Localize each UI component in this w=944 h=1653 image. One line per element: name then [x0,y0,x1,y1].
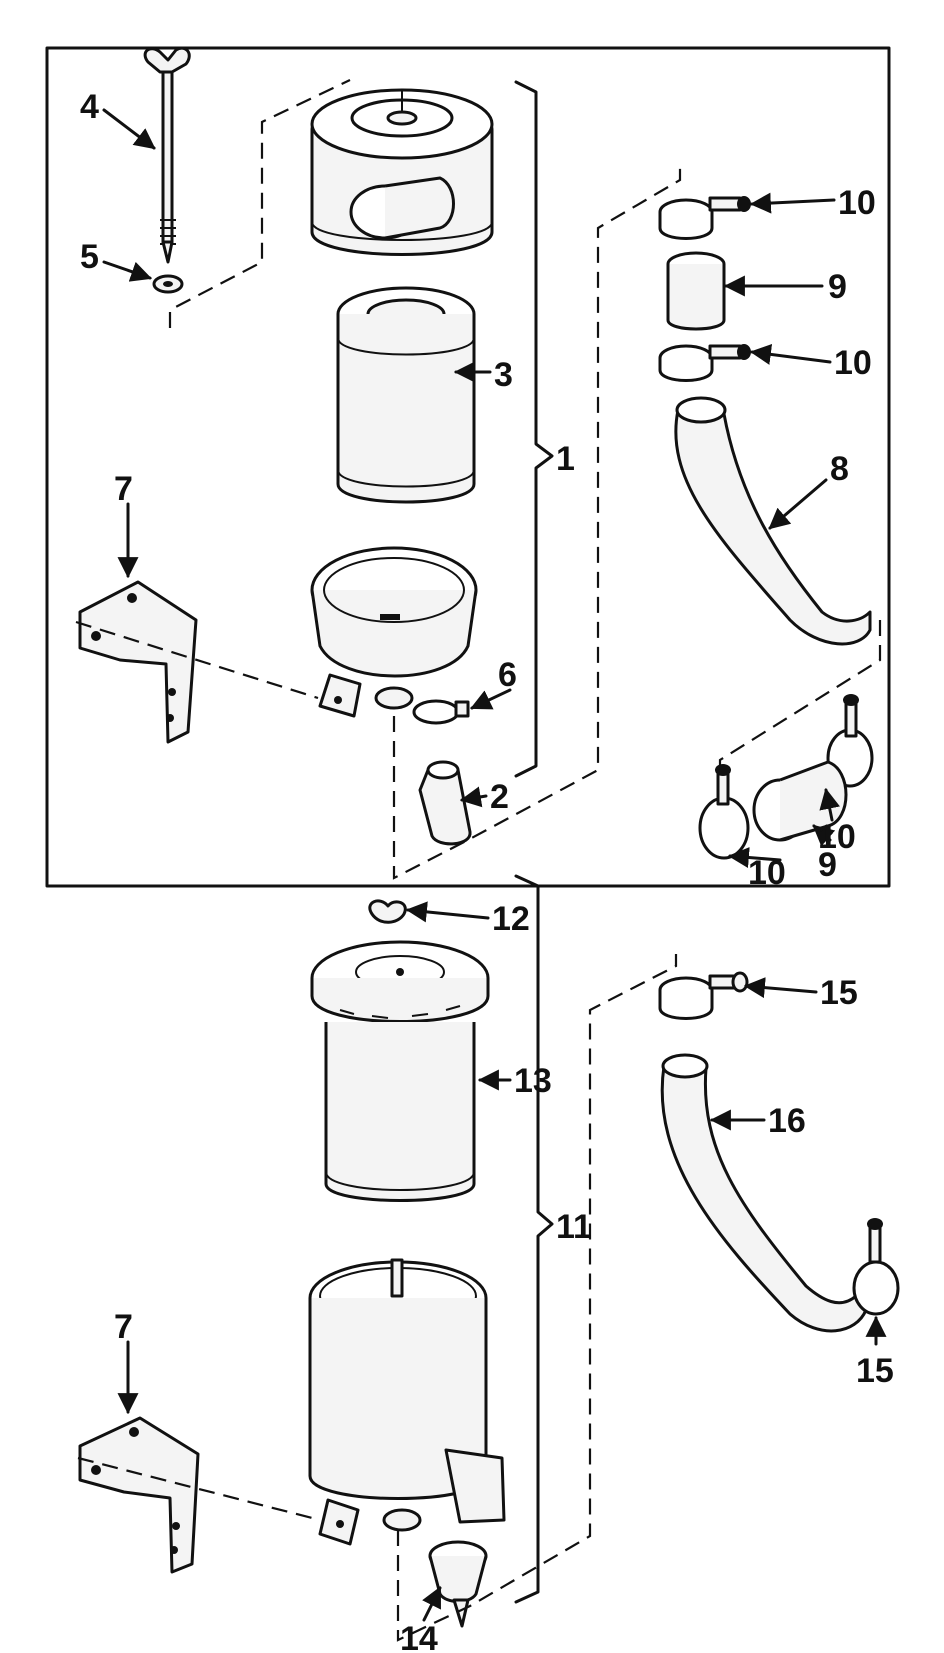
callout-15-a: 15 [820,974,858,1012]
part-3-filter-element [336,286,476,504]
part-cover [310,88,494,256]
part-8-hose [674,396,872,646]
callout-15-b: 15 [856,1352,894,1390]
callout-10-c: 10 [818,818,856,856]
callout-6: 6 [498,656,517,694]
callout-2: 2 [490,778,509,816]
part-13-cover-element [310,940,490,1202]
part-9-sleeve-a [666,251,726,331]
dashed-guide-bolt [168,79,351,328]
part-10-clamp-b [658,344,751,382]
part-5-washer [152,274,184,294]
callout-4: 4 [80,88,99,126]
callout-11: 11 [556,1208,592,1246]
callout-1: 1 [556,440,575,478]
part-10-clamp-d [698,764,750,860]
callout-10-a: 10 [838,184,876,222]
dashed-guide-lower-tube [396,954,678,1642]
part-12-wing-nut [368,899,407,924]
callout-5: 5 [80,238,99,276]
callout-3: 3 [494,356,513,394]
dashed-guide-bracket [75,620,319,700]
part-6-clamp [412,699,470,725]
part-15-clamp-b [852,1218,900,1316]
leader-lines [102,108,887,1622]
part-7-bracket-lower [78,1416,200,1574]
callout-10-d: 10 [748,854,786,892]
callout-16: 16 [768,1102,806,1140]
bracket-item-11 [514,874,554,1604]
upper-kit-frame [45,46,891,888]
part-2-tube [418,760,472,846]
callout-10-b: 10 [834,344,872,382]
part-cleaner-bowl [310,546,478,718]
callout-7-upper: 7 [114,470,133,508]
part-4-wing-bolt [143,46,191,264]
part-16-hose [660,1053,868,1333]
callout-12: 12 [492,900,530,938]
part-15-clamp-a [658,971,749,1020]
callout-7-lower: 7 [114,1308,133,1346]
callout-9-b: 9 [818,846,837,884]
callout-14: 14 [400,1620,438,1653]
callout-13: 13 [514,1062,552,1100]
dashed-guide-hose [718,620,882,790]
part-7-bracket-upper [78,580,198,744]
dashed-guide-bracket-lower [77,1456,321,1522]
part-14-cup [428,1540,488,1628]
callout-9-a: 9 [828,268,847,306]
part-10-clamp-a [658,196,751,240]
part-lower-bowl [308,1258,506,1546]
callout-8: 8 [830,450,849,488]
dashed-guide-tube [392,168,682,880]
bracket-item-1 [514,80,554,778]
